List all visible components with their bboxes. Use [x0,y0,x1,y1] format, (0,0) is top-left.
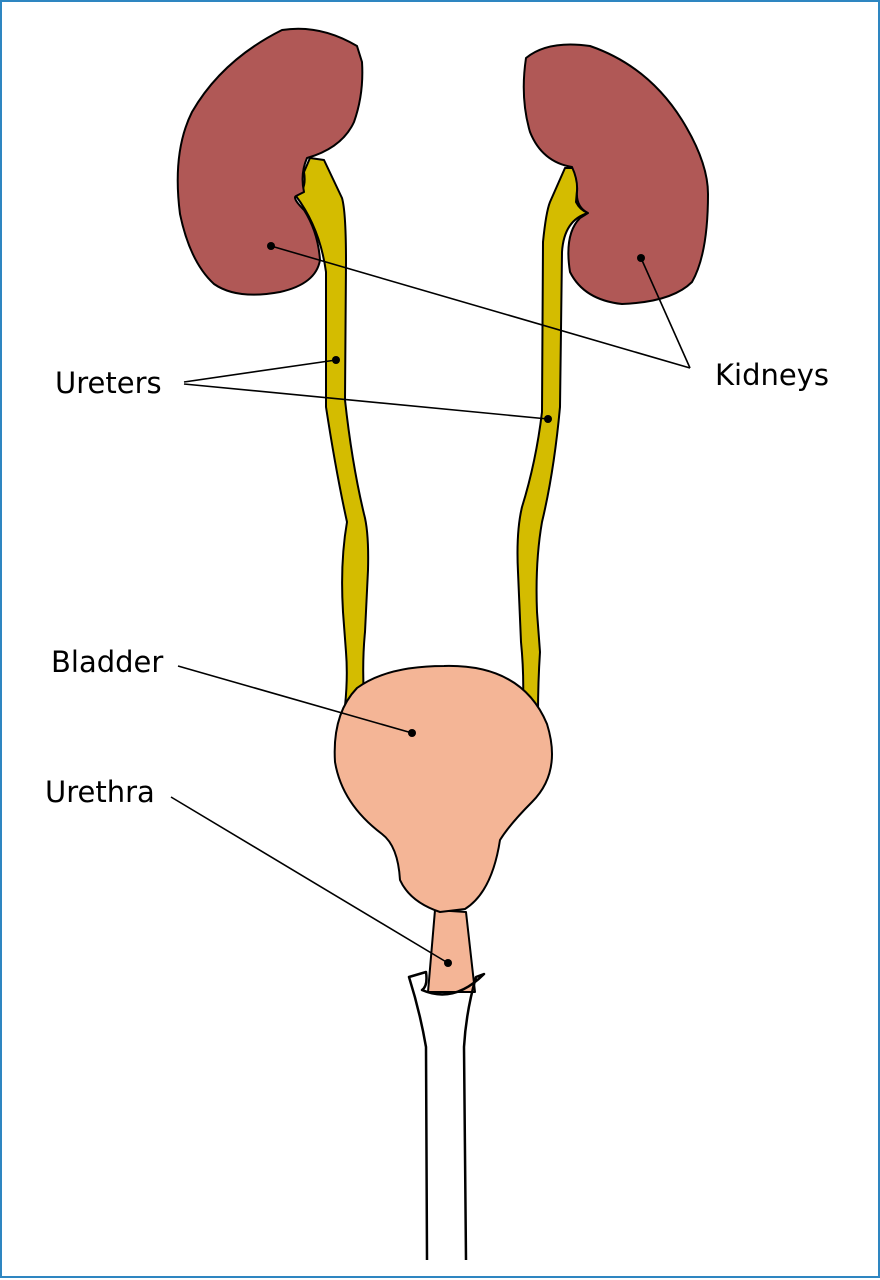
label-ureters: Ureters [55,366,162,400]
right-ureter [516,167,589,715]
left-kidney [176,27,364,296]
urethra-tube [427,909,476,993]
penis-outline [407,970,486,1261]
pointer-dots [267,242,645,967]
leader-lines [170,245,691,964]
label-urethra: Urethra [45,775,155,809]
label-bladder: Bladder [51,645,163,679]
label-kidneys: Kidneys [715,358,829,392]
left-ureter [295,157,370,707]
right-kidney [522,43,709,305]
bladder [333,664,553,913]
